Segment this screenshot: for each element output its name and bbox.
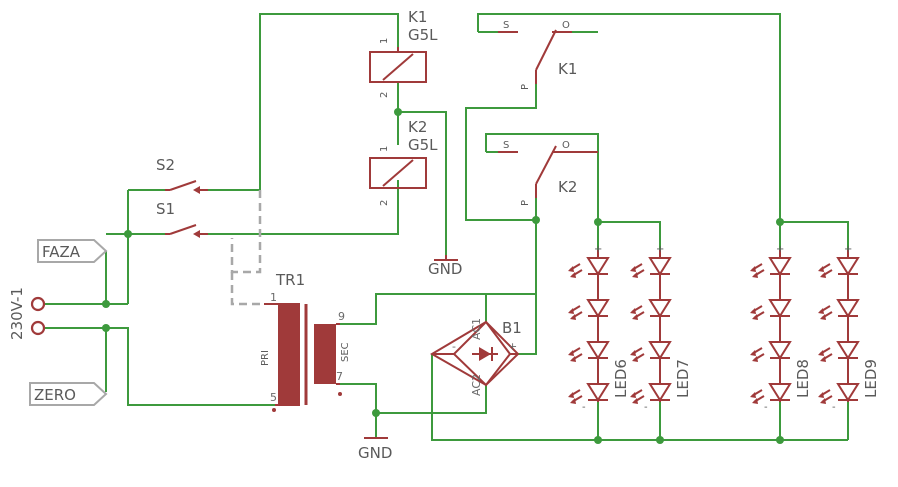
ground-top: GND [428,255,462,278]
led-diode [750,257,792,278]
led-diode [630,299,672,320]
mechanical-link [230,190,262,274]
k2-contact-ref: K2 [558,178,577,196]
led-diode [568,341,610,362]
port-zero: ZERO [29,382,108,406]
junctions [102,108,784,444]
led-diode [568,383,610,404]
k1-pin1: 1 [379,38,390,44]
led-diode [568,257,610,278]
contact-k1: S O P K1 [498,20,577,90]
led-minus-mark: - [832,402,836,413]
led-diode [630,383,672,404]
k1-ref: K1 [408,8,427,26]
tr1-pin9: 9 [338,310,345,323]
tr1-pri: PRI [260,350,271,366]
ground-bottom: GND [358,437,392,462]
k2-s: S [503,140,509,151]
contact-k2: S O P K2 [498,140,598,206]
k1-pin2: 2 [379,92,390,98]
k1-p: P [520,84,531,90]
b1-ac2: AC2 [470,374,483,396]
connector-230v: 230V-1 [8,287,46,340]
k1-contact-ref: K1 [558,60,577,78]
led-minus-mark: - [764,402,768,413]
switch-s2: S2 [156,156,208,194]
led-chain-led9: + - LED9 [818,244,880,413]
gnd-top-label: GND [428,260,462,278]
led-chain-led8: + - LED8 [750,244,812,413]
connector-label: 230V-1 [8,287,26,340]
tr1-pin5: 5 [270,391,277,404]
switch-s1: S1 [156,200,208,238]
faza-label: FAZA [42,243,81,261]
led-diode [818,257,860,278]
led-label-led8: LED8 [794,359,812,398]
led-diode [568,299,610,320]
led-diode [750,383,792,404]
led-area: + - LED6 + - LED7 + - LED8 + - LED9 [568,244,880,413]
k1-value: G5L [408,26,438,44]
led-diode [818,383,860,404]
b1-ref: B1 [502,319,522,337]
led-label-led9: LED9 [862,359,880,398]
k2-ref: K2 [408,118,427,136]
led-plus-mark: + [776,244,784,255]
led-label-led6: LED6 [612,359,630,398]
led-label-led7: LED7 [674,359,692,398]
led-diode [818,341,860,362]
k2-value: G5L [408,136,438,154]
k2-pin2: 2 [379,200,390,206]
transformer-tr1: TR1 PRI SEC 1 9 7 5 [260,271,351,412]
relay-k2-coil: K2 G5L 1 2 [369,118,438,206]
led-diode [818,299,860,320]
tr1-pin1: 1 [270,291,277,304]
led-diode [630,341,672,362]
zero-label: ZERO [34,386,76,404]
s1-label: S1 [156,200,175,218]
mechanical-link-2 [230,272,264,306]
tr1-pin7: 7 [336,370,343,383]
k2-pin1: 1 [379,146,390,152]
led-diode [630,257,672,278]
led-plus-mark: + [594,244,602,255]
k1-s: S [503,20,509,31]
bridge-b1: B1 AC1 AC2 - + [430,318,522,396]
tr1-sec: SEC [340,342,351,362]
led-chain-led7: + - LED7 [630,244,692,413]
led-diode [750,341,792,362]
tr1-ref: TR1 [275,271,305,289]
led-minus-mark: - [644,402,648,413]
led-chain-led6: + - LED6 [568,244,630,413]
wires [44,13,849,441]
relay-k1-coil: K1 G5L 1 2 [369,8,438,98]
led-minus-mark: - [582,402,586,413]
s2-label: S2 [156,156,175,174]
b1-plus: + [508,340,517,353]
port-faza: FAZA [37,239,108,263]
led-plus-mark: + [844,244,852,255]
k2-o: O [562,140,570,151]
k2-p: P [520,200,531,206]
b1-ac1: AC1 [470,318,483,340]
led-plus-mark: + [656,244,664,255]
gnd-bottom-label: GND [358,444,392,462]
b1-minus: - [452,340,456,353]
led-diode [750,299,792,320]
k1-o: O [562,20,570,31]
